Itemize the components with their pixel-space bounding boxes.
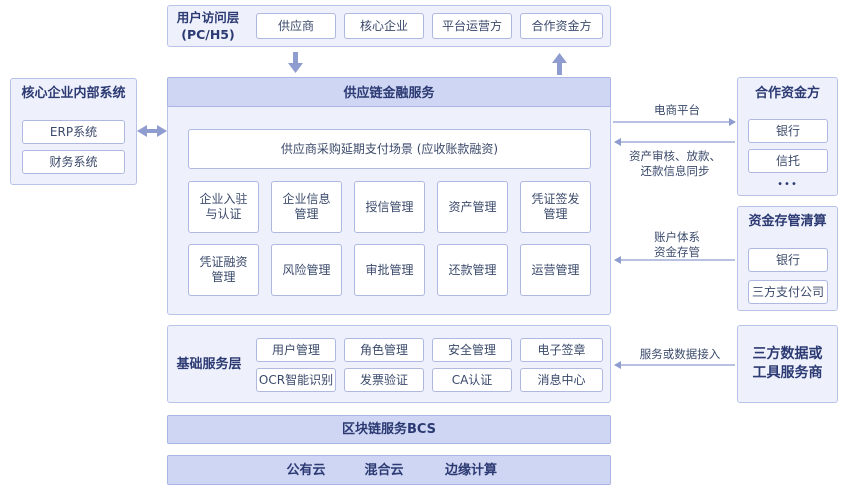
user-item-core-enterprise[interactable]: 核心企业 [344,13,424,39]
base-e-signature[interactable]: 电子签章 [520,338,603,362]
module-asset[interactable]: 资产管理 [437,181,508,233]
module-voucher-financing[interactable]: 凭证融资 管理 [188,244,259,296]
module-operations[interactable]: 运营管理 [520,244,591,296]
module-enterprise-info[interactable]: 企业信息 管理 [271,181,342,233]
label-account-custody: 账户体系 资金存管 [654,230,700,259]
label-asset-review: 资产审核、放款、 还款信息同步 [629,149,721,178]
erp-system-box[interactable]: ERP系统 [22,120,125,144]
user-access-layer: 用户访问层 (PC/H5) 供应商 核心企业 平台运营方 合作资金方 [167,5,611,47]
third-party-title: 三方数据或 工具服务商 [752,346,823,381]
arrow-core-internal-bidirectional [137,125,167,137]
user-item-platform-operator[interactable]: 平台运营方 [432,13,512,39]
custody-panel: 资金存管清算 银行 三方支付公司 [737,206,838,311]
partner-trust-box[interactable]: 信托 [748,149,828,173]
user-item-supplier[interactable]: 供应商 [256,13,336,39]
partner-bank-box[interactable]: 银行 [748,119,828,143]
base-service-title: 基础服务层 [176,356,242,372]
custody-title: 资金存管清算 [748,213,827,229]
core-enterprise-internal-panel: 核心企业内部系统 ERP系统 财务系统 [10,78,137,185]
module-repayment[interactable]: 还款管理 [437,244,508,296]
module-risk[interactable]: 风险管理 [271,244,342,296]
label-data-access: 服务或数据接入 [639,347,721,361]
partner-funds-panel: 合作资金方 银行 信托 ••• [737,77,838,196]
partner-more-ellipsis: ••• [777,179,798,190]
cloud-hybrid: 混合云 [364,462,404,478]
core-enterprise-internal-title: 核心企业内部系统 [21,85,126,101]
base-security-mgmt[interactable]: 安全管理 [432,338,512,362]
scf-service-title: 供应链金融服务 [343,85,435,101]
cloud-edge: 边缘计算 [444,462,497,478]
finance-system-box[interactable]: 财务系统 [22,150,125,174]
partner-funds-title: 合作资金方 [754,85,820,101]
scf-service-title-band [167,77,611,107]
module-voucher-issue[interactable]: 凭证签发 管理 [520,181,591,233]
base-user-mgmt[interactable]: 用户管理 [256,338,336,362]
module-enterprise-onboarding[interactable]: 企业入驻 与认证 [188,181,259,233]
user-item-partner-funder[interactable]: 合作资金方 [520,13,603,39]
custody-bank-box[interactable]: 银行 [748,248,828,272]
base-ocr[interactable]: OCR智能识别 [256,368,336,392]
base-role-mgmt[interactable]: 角色管理 [344,338,424,362]
module-approval[interactable]: 审批管理 [354,244,425,296]
user-access-layer-title: 用户访问层 (PC/H5) [176,10,240,42]
base-message-center[interactable]: 消息中心 [520,368,603,392]
scenario-box[interactable]: 供应商采购延期支付场景 (应收账款融资) [188,129,591,169]
third-party-panel: 三方数据或 工具服务商 [737,325,838,403]
base-ca-auth[interactable]: CA认证 [432,368,512,392]
cloud-layer: 公有云 混合云 边缘计算 [167,455,611,485]
module-credit[interactable]: 授信管理 [354,181,425,233]
base-invoice-verify[interactable]: 发票验证 [344,368,424,392]
blockchain-layer: 区块链服务BCS [167,415,611,444]
arrow-up-to-user-layer [552,53,567,75]
blockchain-title: 区块链服务BCS [341,422,437,437]
label-ecommerce: 电商平台 [654,103,700,117]
cloud-public: 公有云 [286,462,326,478]
base-service-panel: 基础服务层 用户管理 角色管理 安全管理 电子签章 OCR智能识别 发票验证 C… [167,325,611,403]
scf-service-panel: 供应链金融服务 供应商采购延期支付场景 (应收账款融资) 企业入驻 与认证 企业… [167,77,611,315]
custody-third-party-pay-box[interactable]: 三方支付公司 [748,280,828,304]
arrow-down-to-service [288,52,303,73]
